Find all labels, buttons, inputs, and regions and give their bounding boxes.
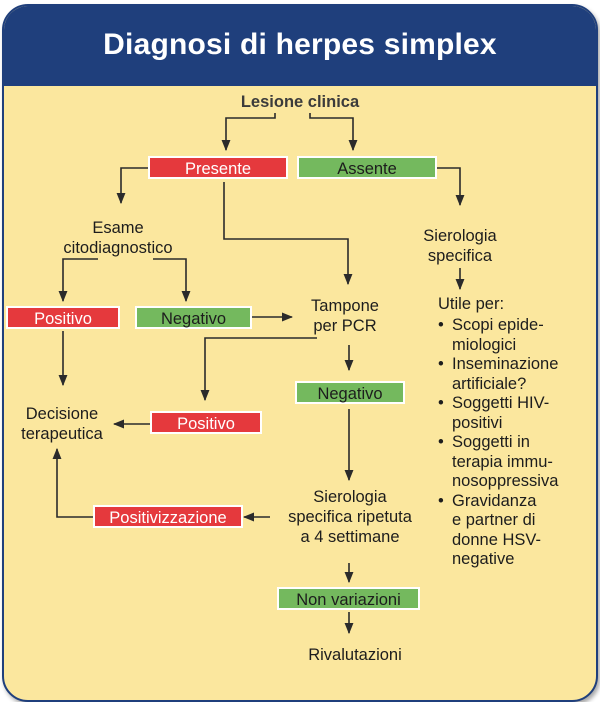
sierologia-ripetuta-line1: Sierologia <box>313 488 387 506</box>
tampone-label-line2: per PCR <box>313 317 377 335</box>
decisione-label-line2: terapeutica <box>21 425 103 443</box>
lesione-clinica-label: Lesione clinica <box>240 93 360 111</box>
positivo-box-mid: Positivo <box>150 411 262 434</box>
utile-list-item-line: terapia immu- <box>452 452 553 471</box>
utile-list-item-line: Soggetti in <box>452 433 530 451</box>
tampone-label-line1: Tampone <box>311 297 379 315</box>
sierologia-label-line2: specifica <box>427 247 493 265</box>
decisione-label-line1: Decisione <box>25 405 99 423</box>
utile-list-item: Soggetti HIV-positivi <box>438 394 598 433</box>
utile-list-item-line: positivi <box>452 413 503 432</box>
header-bar: Diagnosi di herpes simplex <box>4 6 596 86</box>
utile-list-item-line: e partner di <box>452 511 536 529</box>
utile-list-item-line: nosoppressiva <box>452 472 559 490</box>
sierologia-ripetuta-line2: specifica ripetuta <box>288 508 412 526</box>
utile-list-item-line: donne HSV- <box>452 530 541 549</box>
diagram-title: Diagnosi di herpes simplex <box>103 28 497 61</box>
utile-list-item-line: negative <box>452 550 515 568</box>
utile-per-list: Scopi epide-miologiciInseminazioneartifi… <box>438 316 598 570</box>
non-variazioni-box: Non variazioni <box>277 587 420 610</box>
sierologia-ripetuta-line3: a 4 settimane <box>300 528 400 546</box>
assente-box: Assente <box>297 156 437 179</box>
utile-list-item-line: miologici <box>452 335 517 354</box>
utile-list-item-line: artificiale? <box>452 374 527 393</box>
sierologia-label-line1: Sierologia <box>423 227 497 245</box>
esame-label-line1: Esame <box>92 219 144 237</box>
utile-list-item-line: Inseminazione <box>452 355 559 373</box>
utile-list-item-line: Gravidanza <box>452 491 537 510</box>
rivalutazioni-label: Rivalutazioni <box>308 646 402 664</box>
utile-per-label: Utile per: <box>438 295 505 313</box>
presente-box: Presente <box>148 156 288 179</box>
negativo-box-mid: Negativo <box>295 381 405 404</box>
esame-label-line2: citodiagnostico <box>63 239 173 257</box>
utile-list-item-line: Soggetti HIV- <box>452 394 550 412</box>
positivo-box-left: Positivo <box>6 306 120 329</box>
positivizzazione-box: Positivizzazione <box>93 505 243 528</box>
utile-list-item-line: Scopi epide- <box>452 316 544 334</box>
utile-list-item: Scopi epide-miologici <box>438 316 598 355</box>
negativo-box-left: Negativo <box>135 306 252 329</box>
